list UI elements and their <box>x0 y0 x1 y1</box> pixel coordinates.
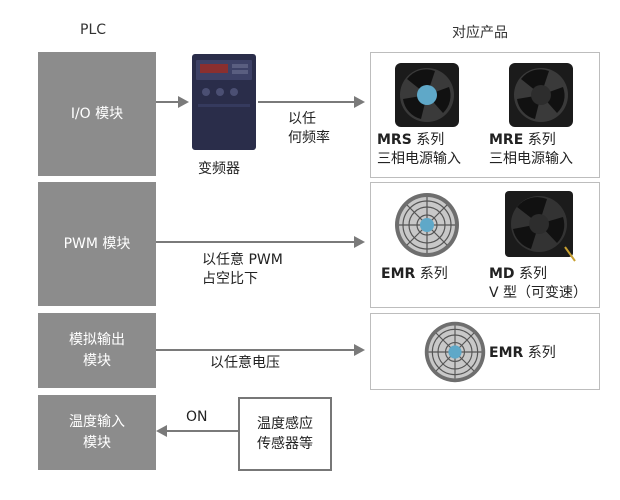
arrow-line <box>166 430 238 432</box>
product-series-suffix: 系列 <box>523 345 556 361</box>
fan-icon <box>395 193 459 257</box>
plc-block-analog: 模拟输出 模块 <box>38 313 156 388</box>
product-series: MRE <box>489 132 524 148</box>
plc-block-label: 温度输入 模块 <box>69 414 125 451</box>
product-subtitle: V 型（可变速） <box>489 284 588 301</box>
product-subtitle: 三相电源输入 <box>377 150 461 167</box>
connection-label-io: 以任 何频率 <box>288 111 330 146</box>
inverter-label: 变频器 <box>198 161 240 177</box>
products-header: 对应产品 <box>452 25 508 41</box>
plc-block-label: I/O 模块 <box>70 105 124 122</box>
arrow-head <box>178 96 189 108</box>
fan-icon <box>505 191 576 262</box>
fan-icon <box>424 321 486 383</box>
product-name-emr: EMR 系列 <box>381 265 448 284</box>
arrow-head <box>354 344 365 356</box>
product-box-analog: EMR 系列 <box>370 313 600 390</box>
arrow-line <box>156 101 180 103</box>
plc-block-label: 模拟输出 模块 <box>69 332 125 369</box>
sensor-label: 温度感应 传感器等 <box>257 415 313 452</box>
product-series: MD <box>489 266 515 282</box>
arrow-head <box>156 425 167 437</box>
connection-label-analog: 以任意电压 <box>210 355 280 371</box>
plc-block-io: I/O 模块 <box>38 52 156 176</box>
fan-icon <box>395 63 459 127</box>
arrow-line <box>156 241 356 243</box>
product-series-suffix: 系列 <box>415 266 448 282</box>
arrow-line <box>156 349 356 351</box>
product-name-emr-2: EMR 系列 <box>489 344 556 363</box>
plc-block-pwm: PWM 模块 <box>38 182 156 306</box>
product-subtitle: 三相电源输入 <box>489 150 573 167</box>
product-name-md: MD 系列 V 型（可变速） <box>489 265 587 303</box>
inverter-icon <box>192 54 256 150</box>
arrow-head <box>354 96 365 108</box>
product-series-suffix: 系列 <box>514 266 548 282</box>
arrow-head <box>354 236 365 248</box>
product-series: EMR <box>381 266 416 282</box>
arrow-line <box>258 101 356 103</box>
product-box-pwm: EMR 系列 MD 系列 V 型（可变速） <box>370 182 600 308</box>
plc-block-temp: 温度输入 模块 <box>38 395 156 470</box>
product-box-io: MRS 系列 三相电源输入 MRE 系列 三相电源输入 <box>370 52 600 178</box>
product-name-mre: MRE 系列 三相电源输入 <box>489 131 573 169</box>
connection-label-temp: ON <box>186 409 208 425</box>
product-name-mrs: MRS 系列 三相电源输入 <box>377 131 461 169</box>
plc-block-label: PWM 模块 <box>63 235 131 252</box>
product-series: MRS <box>377 132 412 148</box>
product-series: EMR <box>489 345 524 361</box>
product-series-suffix: 系列 <box>411 132 445 148</box>
fan-icon <box>509 63 573 127</box>
temperature-sensor-box: 温度感应 传感器等 <box>238 397 332 471</box>
connection-label-pwm: 以任意 PWM 占空比下 <box>202 252 283 287</box>
plc-header: PLC <box>80 22 107 38</box>
product-series-suffix: 系列 <box>523 132 556 148</box>
